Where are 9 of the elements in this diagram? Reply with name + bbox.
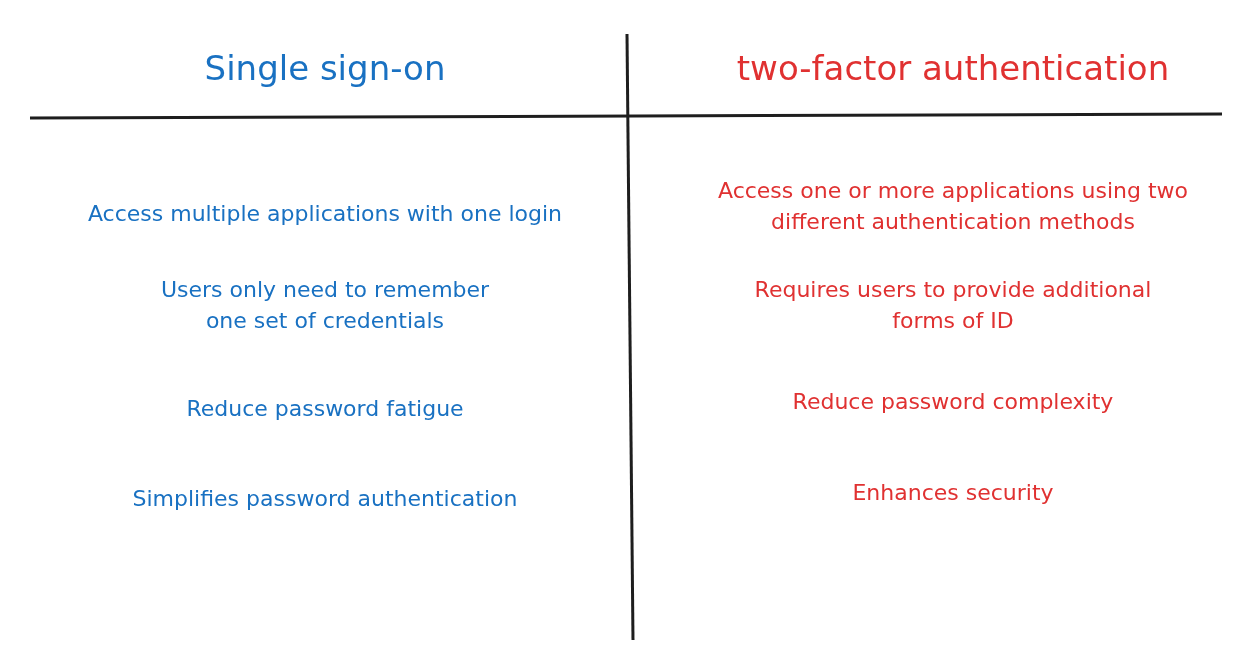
comparison-text: Reduce password fatigue	[185, 394, 465, 423]
comparison-text: Reduce password complexity	[791, 387, 1115, 416]
comparison-text: Requires users to provide additional forms of ID	[753, 276, 1153, 335]
comparison-text: Access multiple applications with one login	[86, 199, 564, 228]
comparison-text: Users only need to remember one set of credentials	[159, 276, 491, 335]
comparison-text: Enhances security	[851, 478, 1055, 507]
comparison-text: Access one or more applications using two different authentication methods	[717, 177, 1189, 236]
comparison-text: Simplifies password authentication	[131, 484, 519, 513]
column-heading: two-factor authentication	[735, 52, 1171, 84]
